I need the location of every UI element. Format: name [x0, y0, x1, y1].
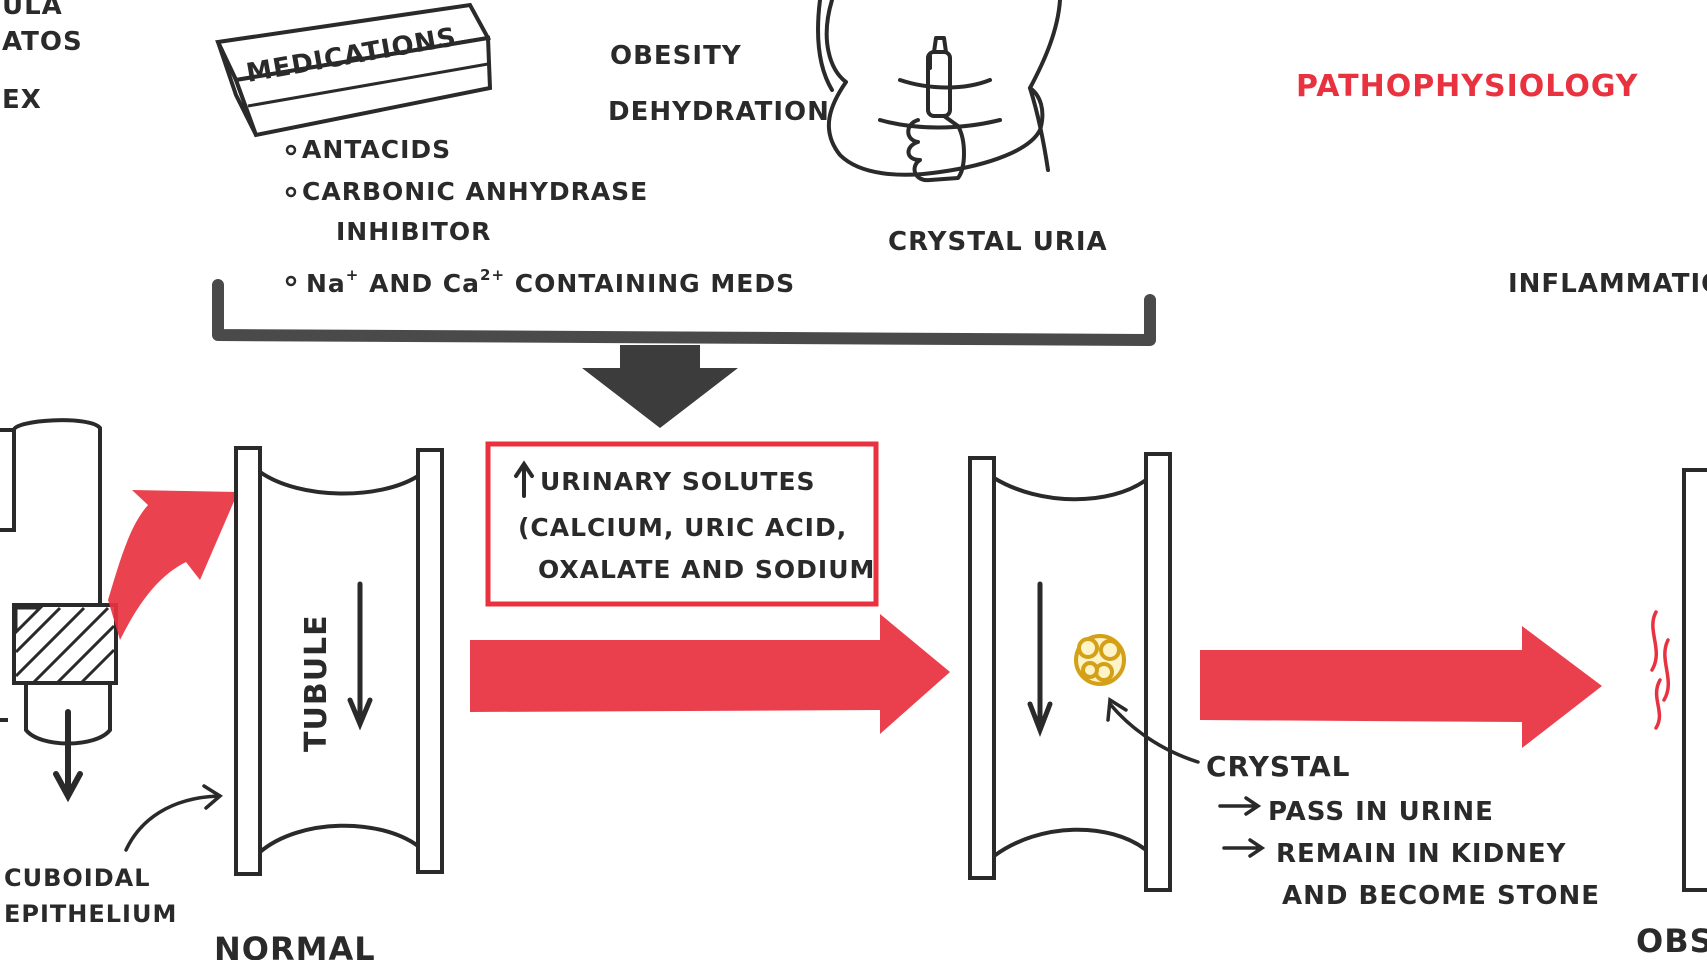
up-arrow-icon [514, 460, 534, 498]
cropped-right-bottom-text: OBS [1636, 922, 1707, 960]
crystal-tubule [968, 452, 1172, 892]
right-arrow-icon [1222, 838, 1266, 858]
right-arrow-icon [1218, 796, 1262, 816]
pointer-arrow-icon [124, 784, 223, 852]
bullet-icon [285, 144, 297, 156]
dehydration-label: DEHYDRATION [608, 97, 830, 127]
solutes-line-2: (CALCIUM, URIC ACID, [518, 513, 847, 542]
outcome-remain-1: REMAIN IN KIDNEY [1276, 839, 1567, 869]
outcome-pass: PASS IN URINE [1268, 797, 1494, 827]
bullet-icon [285, 186, 297, 198]
inflammation-lines [1650, 610, 1670, 730]
medications-box: MEDICATIONS [215, 2, 493, 138]
risk-factors-bracket [212, 279, 1156, 428]
cropped-left-text-3: EX [2, 85, 42, 115]
normal-tubule [234, 446, 444, 876]
normal-label: NORMAL [214, 930, 376, 960]
solutes-line-3: OXALATE AND SODIUM [538, 555, 875, 584]
cuboidal-epithelium-cell [0, 418, 118, 803]
epithelium-line-2: EPITHELIUM [4, 900, 177, 928]
red-arrow-icon [470, 614, 950, 734]
section-title: PATHOPHYSIOLOGY [1296, 69, 1639, 104]
obese-person-icon [816, 0, 1062, 183]
med-item-ions: Na+ AND Ca2+ CONTAINING MEDS [306, 266, 795, 298]
down-arrow-icon [347, 581, 373, 731]
medications-list: ANTACIDS CARBONIC ANHYDRASE INHIBITOR Na… [285, 135, 795, 298]
curved-red-arrow-icon [108, 490, 238, 640]
red-arrow-icon [1200, 626, 1602, 748]
med-item-inhibitor: INHIBITOR [336, 217, 491, 246]
down-arrow-icon [1027, 581, 1053, 737]
down-arrow-icon [582, 345, 738, 428]
epithelium-line-1: CUBOIDAL [4, 864, 151, 892]
urinary-solutes-box: URINARY SOLUTES (CALCIUM, URIC ACID, OXA… [485, 441, 879, 607]
solutes-line-1: URINARY SOLUTES [540, 467, 816, 496]
right-tubule-edge [1682, 468, 1707, 892]
inflammation-label: INFLAMMATIO [1508, 269, 1707, 299]
obesity-label: OBESITY [610, 41, 742, 71]
cropped-left-text-2: ATOS [2, 27, 83, 57]
crystal-uria-label: CRYSTAL URIA [888, 227, 1108, 257]
cropped-left-text-1: ULA [2, 0, 63, 21]
outcome-remain-2: AND BECOME STONE [1282, 881, 1600, 911]
pointer-arrow-icon [1106, 697, 1200, 764]
crystal-label: CRYSTAL [1206, 750, 1350, 783]
down-arrow-icon [53, 709, 83, 803]
crystal-icon [1074, 634, 1126, 686]
med-item-carbonic: CARBONIC ANHYDRASE [302, 177, 648, 206]
med-item-antacids: ANTACIDS [302, 135, 451, 164]
tubule-label: TUBULE [299, 614, 334, 752]
bullet-icon [285, 275, 297, 287]
